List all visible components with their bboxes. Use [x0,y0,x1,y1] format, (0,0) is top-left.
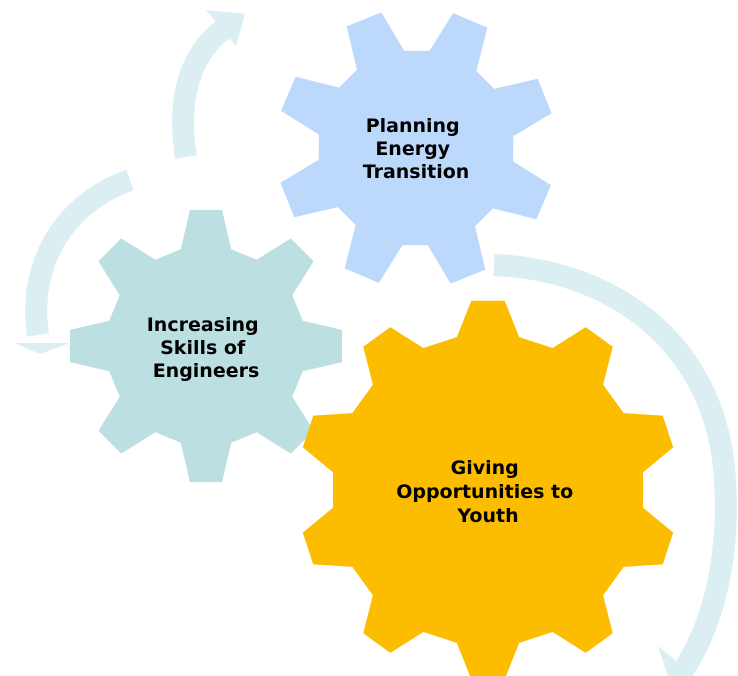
cycle-arrows [14,10,737,676]
arrow-top-to-left [25,169,134,337]
gear-top [280,12,552,284]
gear-large-label-line-3: Youth [456,505,518,527]
gear-top-label-line-2: Energy [375,138,450,160]
gear-large-label-line-1: Giving [451,457,519,479]
gear-left-label-line-3: Engineers [153,360,260,382]
arrow-left-to-top-head [206,10,245,46]
arrow-top-to-left-head [14,343,70,354]
arrow-left-to-top [172,15,237,159]
gear-top-label: Planning Energy Transition [363,115,470,183]
gear-large-label: Giving Opportunities to Youth [396,457,580,527]
gear-left-label-line-2: Skills of [160,337,246,359]
gear-large-label-line-2: Opportunities to [396,481,573,503]
gear-large [302,300,674,676]
arrow-top-to-large [493,254,737,676]
gear-left-label-line-1: Increasing [147,314,259,336]
arrow-top-to-large-head [658,646,694,676]
gear-top-label-line-1: Planning [366,115,460,137]
gear-left [69,209,343,483]
gear-top-label-line-3: Transition [363,161,470,183]
gear-left-label: Increasing Skills of Engineers [147,314,266,382]
